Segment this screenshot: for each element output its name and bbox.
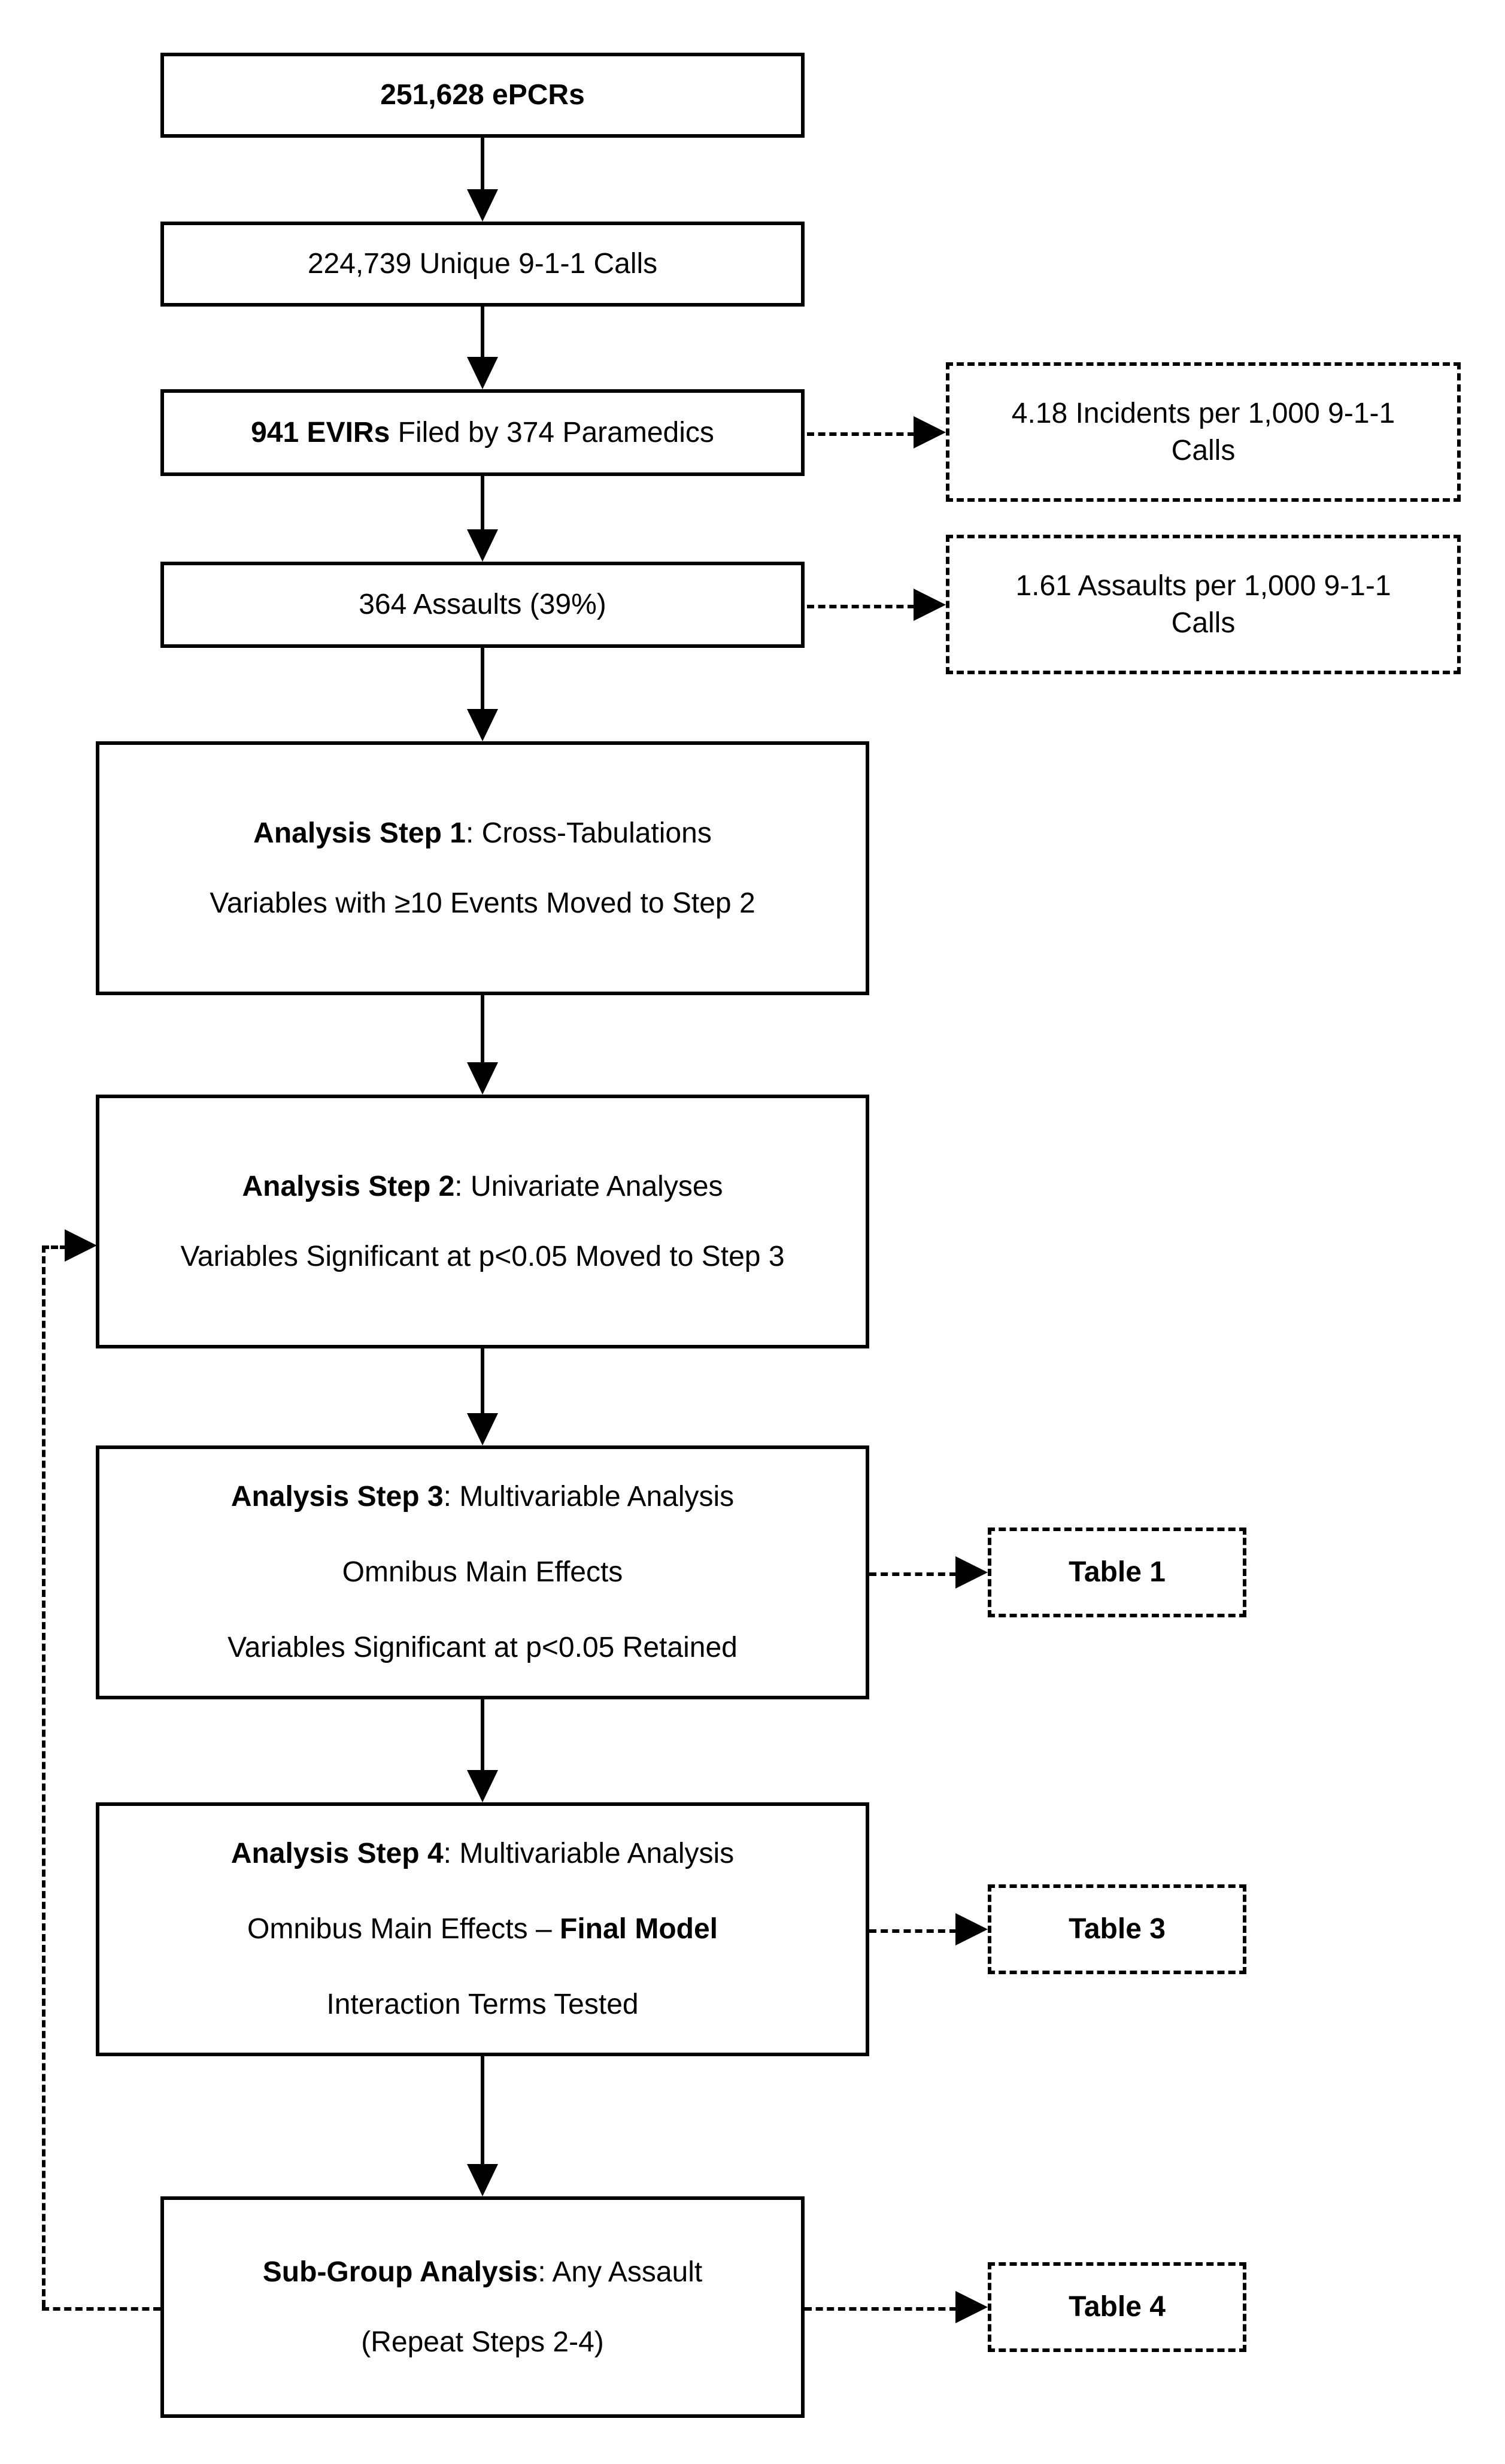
note-assault-rate: 1.61 Assaults per 1,000 9-1-1 Calls bbox=[946, 535, 1461, 674]
connector-step1-arrowhead-icon bbox=[467, 1062, 498, 1095]
node-step2-title-bold: Analysis Step 2 bbox=[242, 1170, 455, 1202]
connector-table1-arrowhead-icon bbox=[955, 1556, 988, 1589]
node-step1-title-bold: Analysis Step 1 bbox=[253, 817, 466, 849]
node-epcrs-text: 251,628 ePCRs bbox=[380, 79, 585, 111]
connector-unique-calls-to-evirs bbox=[481, 307, 484, 360]
node-step4-line3: Interaction Terms Tested bbox=[326, 1987, 638, 2023]
connector-step3-to-step4 bbox=[481, 1699, 484, 1774]
node-step3-line2: Omnibus Main Effects bbox=[342, 1554, 623, 1590]
node-unique-calls: 224,739 Unique 9-1-1 Calls bbox=[160, 222, 805, 307]
connector-table3-arrowhead-icon bbox=[955, 1913, 988, 1945]
table-4-ref: Table 4 bbox=[988, 2262, 1246, 2352]
connector-step4-to-subgroup bbox=[481, 2056, 484, 2168]
feedback-loop-vertical-segment bbox=[42, 1245, 45, 2307]
connector-step3-to-table1 bbox=[869, 1572, 957, 1576]
node-step4-final-model-text: Final Model bbox=[560, 1913, 718, 1945]
connector-assaults-to-assault-note bbox=[807, 605, 915, 608]
table-3-label: Table 3 bbox=[1069, 1913, 1166, 1945]
node-step1: Analysis Step 1: Cross-Tabulations Varia… bbox=[96, 741, 869, 995]
node-assaults-label: 364 Assaults (39%) bbox=[359, 587, 606, 623]
table-1-label: Table 1 bbox=[1069, 1556, 1166, 1588]
node-step1-title: Analysis Step 1: Cross-Tabulations bbox=[253, 816, 712, 851]
node-subgroup-title-rest: : Any Assault bbox=[538, 2256, 703, 2288]
feedback-loop-entry-segment bbox=[42, 1245, 67, 1249]
connector-step2-arrowhead-icon bbox=[467, 1413, 498, 1445]
node-step4-title-rest: : Multivariable Analysis bbox=[443, 1838, 735, 1869]
node-step1-title-rest: : Cross-Tabulations bbox=[465, 817, 712, 849]
node-subgroup-title-bold: Sub-Group Analysis bbox=[262, 2256, 538, 2288]
connector-step3-arrowhead-icon bbox=[467, 1770, 498, 1802]
feedback-loop-arrowhead-icon bbox=[65, 1229, 97, 1262]
connector-step4-arrowhead-icon bbox=[467, 2164, 498, 2196]
node-step2-detail-text: Variables Significant at p<0.05 Moved to… bbox=[180, 1240, 785, 1272]
node-step3-title-rest: : Multivariable Analysis bbox=[443, 1481, 735, 1513]
node-subgroup-title: Sub-Group Analysis: Any Assault bbox=[263, 2254, 702, 2290]
node-evirs: 941 EVIRs Filed by 374 Paramedics bbox=[160, 389, 805, 476]
node-step2-title: Analysis Step 2: Univariate Analyses bbox=[242, 1169, 723, 1205]
connector-assault-note-arrowhead-icon bbox=[914, 589, 946, 621]
node-step4-line3-text: Interaction Terms Tested bbox=[326, 1989, 639, 2020]
node-evirs-rest-text: Filed by 374 Paramedics bbox=[390, 416, 714, 448]
connector-assaults-to-step1 bbox=[481, 648, 484, 713]
note-incident-rate: 4.18 Incidents per 1,000 9-1-1 Calls bbox=[946, 362, 1461, 502]
node-step4-title-bold: Analysis Step 4 bbox=[230, 1838, 444, 1869]
node-unique-calls-text: 224,739 Unique 9-1-1 Calls bbox=[307, 248, 658, 280]
table-4-label: Table 4 bbox=[1069, 2291, 1166, 2323]
node-step3-title: Analysis Step 3: Multivariable Analysis bbox=[231, 1479, 734, 1515]
node-step1-detail-text: Variables with ≥10 Events Moved to Step … bbox=[210, 887, 755, 919]
table-1-ref: Table 1 bbox=[988, 1528, 1246, 1617]
node-step4: Analysis Step 4: Multivariable Analysis … bbox=[96, 1802, 869, 2056]
node-step3: Analysis Step 3: Multivariable Analysis … bbox=[96, 1445, 869, 1699]
connector-step1-to-step2 bbox=[481, 995, 484, 1066]
node-step2-detail: Variables Significant at p<0.05 Moved to… bbox=[180, 1239, 784, 1275]
connector-evirs-to-assaults bbox=[481, 476, 484, 533]
node-step3-line3: Variables Significant at p<0.05 Retained bbox=[227, 1630, 738, 1666]
node-subgroup: Sub-Group Analysis: Any Assault (Repeat … bbox=[160, 2196, 805, 2418]
note-assault-rate-text: 1.61 Assaults per 1,000 9-1-1 Calls bbox=[1015, 569, 1391, 639]
node-evirs-count-text: 941 EVIRs bbox=[251, 416, 390, 448]
table-3-ref: Table 3 bbox=[988, 1884, 1246, 1974]
connector-evirs-arrowhead-icon bbox=[467, 529, 498, 562]
connector-assaults-arrowhead-icon bbox=[467, 709, 498, 741]
node-step2-title-rest: : Univariate Analyses bbox=[454, 1170, 723, 1202]
node-assaults: 364 Assaults (39%) bbox=[160, 562, 805, 648]
note-incident-rate-text: 4.18 Incidents per 1,000 9-1-1 Calls bbox=[1011, 397, 1395, 466]
connector-step4-to-table3 bbox=[869, 1929, 957, 1933]
connector-step2-to-step3 bbox=[481, 1348, 484, 1417]
node-unique-calls-label: 224,739 Unique 9-1-1 Calls bbox=[308, 246, 657, 282]
node-assaults-text: 364 Assaults (39%) bbox=[359, 589, 606, 620]
connector-evirs-to-incident-note bbox=[807, 432, 915, 436]
node-step3-line3-text: Variables Significant at p<0.05 Retained bbox=[227, 1632, 738, 1663]
node-step4-line2: Omnibus Main Effects – Final Model bbox=[247, 1911, 718, 1947]
node-step3-title-bold: Analysis Step 3 bbox=[230, 1481, 444, 1513]
node-epcrs: 251,628 ePCRs bbox=[160, 53, 805, 138]
connector-unique-calls-arrowhead-icon bbox=[467, 357, 498, 389]
connector-epcrs-to-unique-calls bbox=[481, 138, 484, 193]
node-step4-title: Analysis Step 4: Multivariable Analysis bbox=[231, 1836, 734, 1872]
connector-subgroup-to-table4 bbox=[805, 2307, 957, 2311]
node-step4-line2-text: Omnibus Main Effects – bbox=[247, 1913, 560, 1945]
connector-incident-note-arrowhead-icon bbox=[914, 416, 946, 448]
node-step1-detail: Variables with ≥10 Events Moved to Step … bbox=[210, 886, 755, 922]
node-subgroup-detail: (Repeat Steps 2-4) bbox=[361, 2324, 604, 2360]
feedback-loop-bottom-segment bbox=[42, 2307, 160, 2311]
node-epcrs-label: 251,628 ePCRs bbox=[380, 77, 585, 113]
connector-table4-arrowhead-icon bbox=[955, 2291, 988, 2323]
connector-epcrs-arrowhead-icon bbox=[467, 189, 498, 222]
node-subgroup-detail-text: (Repeat Steps 2-4) bbox=[361, 2326, 604, 2358]
node-step2: Analysis Step 2: Univariate Analyses Var… bbox=[96, 1095, 869, 1348]
node-evirs-label: 941 EVIRs Filed by 374 Paramedics bbox=[251, 415, 714, 451]
node-step3-line2-text: Omnibus Main Effects bbox=[342, 1556, 623, 1588]
